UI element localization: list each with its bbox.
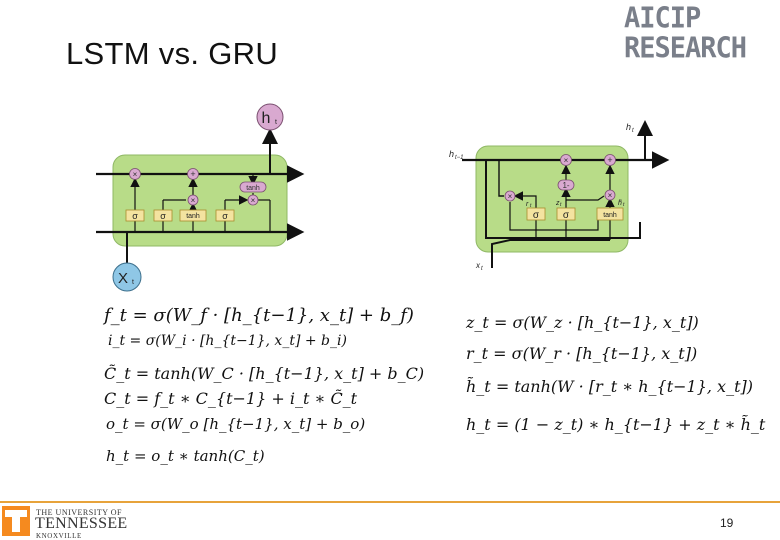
lstm-gru-diagrams: × + × tanh × σ σ tanh σ h t X t xyxy=(96,103,670,292)
university-of-tennessee-logo: THE UNIVERSITY OF TENNESSEE KNOXVILLE xyxy=(2,506,142,540)
logo-line-2: RESEARCH xyxy=(624,32,747,65)
lstm-forget-mul-node xyxy=(129,168,141,180)
power-t-icon xyxy=(2,506,30,536)
lstm-output-label: h xyxy=(262,110,271,127)
gru-update-mul-node xyxy=(604,189,616,201)
lstm-output-mul-node xyxy=(247,194,259,206)
gru-r-sub: t xyxy=(530,203,532,209)
gru-z-sub: t xyxy=(560,202,562,208)
lstm-add-label: + xyxy=(190,169,195,179)
lstm-gate-label: σ xyxy=(132,211,138,221)
university-city: KNOXVILLE xyxy=(36,532,82,540)
lstm-eq-input: i_t = σ(W_i · [h_{t−1}, x_t] + b_i) xyxy=(108,333,347,349)
university-name: TENNESSEE xyxy=(35,515,128,532)
gru-add-label: + xyxy=(607,155,612,165)
lstm-eq-cell: C_t = f_t ∗ C_{t−1} + i_t ∗ C̃_t xyxy=(104,389,358,408)
lstm-output-sub: t xyxy=(275,119,277,126)
lstm-cell-box xyxy=(112,154,288,247)
gru-gate-label: σ xyxy=(533,210,540,221)
gru-h-prev-sub: t−1 xyxy=(455,155,464,161)
gru-h-out-sub: t xyxy=(632,128,634,134)
lstm-mul-label: × xyxy=(133,170,138,179)
gru-gate-label: tanh xyxy=(603,212,617,219)
lstm-input-label: X xyxy=(118,270,128,287)
lstm-output-node xyxy=(256,103,284,131)
aicip-research-logo: AICIP RESEARCH xyxy=(624,2,776,65)
lstm-gate-label: σ xyxy=(160,211,166,221)
gru-eq-update: z_t = σ(W_z · [h_{t−1}, x_t]) xyxy=(466,313,699,332)
lstm-eq-hidden: h_t = o_t ∗ tanh(C_t) xyxy=(106,447,265,465)
gru-cell-box xyxy=(475,145,629,253)
gru-reset-mul-node xyxy=(504,190,516,202)
gru-diagram: × + 1- × × σ σ tanh r t z t h̃ t h t h t… xyxy=(449,120,670,272)
lstm-eq-output: o_t = σ(W_o [h_{t−1}, x_t] + b_o) xyxy=(106,415,366,433)
lstm-forget-gate xyxy=(125,209,145,222)
lstm-mul-label-3: × xyxy=(251,196,256,205)
slide-title: LSTM vs. GRU xyxy=(66,36,279,71)
lstm-diagram: × + × tanh × σ σ tanh σ h t X t xyxy=(96,103,305,292)
gru-mul-label-3: × xyxy=(608,191,613,200)
gru-eq-candidate: h̃_t = tanh(W · [r_t ∗ h_{t−1}, x_t]) xyxy=(466,377,753,396)
lstm-mul-label-2: × xyxy=(191,196,196,205)
gru-mul-label-2: × xyxy=(508,192,513,201)
gru-h-out-label: h xyxy=(626,122,631,132)
lstm-output-gate xyxy=(215,209,235,222)
lstm-input-sub: t xyxy=(132,279,134,286)
lstm-tanh-op-label: tanh xyxy=(246,185,260,192)
lstm-tanh-op-node xyxy=(239,181,267,193)
lstm-gate-label: σ xyxy=(222,211,228,221)
lstm-tanh-gate xyxy=(179,209,207,222)
lstm-input-node xyxy=(112,262,142,292)
gru-gate-label: σ xyxy=(563,210,570,221)
gru-reset-gate xyxy=(526,207,546,221)
lstm-gate-label: tanh xyxy=(186,213,200,220)
page-number: 19 xyxy=(720,516,734,530)
gru-htilde-label: h̃ xyxy=(618,200,623,207)
gru-mul-node-top xyxy=(560,154,572,166)
lstm-input-mul-node xyxy=(187,194,199,206)
university-small-text: THE UNIVERSITY OF xyxy=(36,508,122,517)
gru-tanh-gate xyxy=(596,207,624,221)
gru-x-in-label: x xyxy=(475,261,481,270)
gru-one-minus-label: 1- xyxy=(562,181,569,190)
gru-eq-reset: r_t = σ(W_r · [h_{t−1}, x_t]) xyxy=(466,344,698,363)
gru-mul-label: × xyxy=(564,156,569,165)
gru-x-in-sub: t xyxy=(481,266,483,272)
gru-add-node xyxy=(604,154,616,166)
lstm-input-gate xyxy=(153,209,173,222)
gru-z-label: z xyxy=(555,200,560,207)
footer-accent-line xyxy=(0,501,780,503)
lstm-eq-forget: f_t = σ(W_f · [h_{t−1}, x_t] + b_f) xyxy=(104,305,414,326)
gru-one-minus-node xyxy=(557,179,575,191)
gru-r-label: r xyxy=(526,201,529,208)
gru-eq-hidden: h_t = (1 − z_t) ∗ h_{t−1} + z_t ∗ h̃_t xyxy=(466,415,766,434)
gru-update-gate xyxy=(556,207,576,221)
gru-htilde-sub: t xyxy=(623,202,625,208)
gru-h-prev-label: h xyxy=(449,149,454,159)
lstm-eq-candidate: C̃_t = tanh(W_C · [h_{t−1}, x_t] + b_C) xyxy=(104,364,425,383)
lstm-add-node xyxy=(187,168,199,180)
logo-line-1: AICIP xyxy=(624,2,701,35)
